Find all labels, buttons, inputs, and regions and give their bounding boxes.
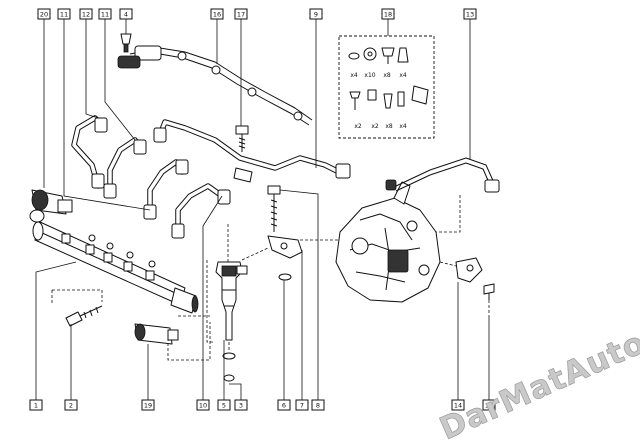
injector	[215, 261, 248, 382]
kit-count-x2-b: x2	[371, 123, 379, 130]
fuel-sensor	[134, 323, 179, 345]
callout-4: 4	[119, 8, 133, 20]
callout-16: 16	[210, 8, 224, 20]
svg-text:2: 2	[69, 402, 73, 410]
dashed-guides	[51, 195, 490, 361]
callout-5: 5	[217, 399, 231, 411]
callout-18: 18	[381, 8, 395, 20]
callouts: 20 11 12 11 4 16 17 9 18 13 1 2 19 10 5 …	[29, 8, 496, 411]
svg-text:4: 4	[124, 11, 128, 19]
svg-text:11: 11	[60, 11, 68, 19]
svg-text:10: 10	[199, 402, 207, 410]
svg-text:3: 3	[239, 402, 243, 410]
clip-part	[120, 33, 132, 53]
svg-text:16: 16	[213, 11, 221, 19]
svg-text:17: 17	[237, 11, 245, 19]
callout-13: 13	[463, 8, 477, 20]
pump-sensor	[455, 257, 495, 300]
stud-bolt	[267, 185, 281, 232]
svg-text:8: 8	[316, 402, 320, 410]
callout-19: 19	[141, 399, 155, 411]
callout-8: 8	[311, 399, 325, 411]
svg-text:20: 20	[40, 11, 48, 19]
pump-feed-pipe	[385, 157, 500, 193]
svg-text:15: 15	[485, 402, 493, 410]
high-pressure-pipe	[153, 119, 351, 183]
kit-count-x2-a: x2	[354, 123, 362, 130]
fuel-rail	[32, 221, 199, 314]
svg-text:13: 13	[466, 11, 474, 19]
callout-14: 14	[451, 399, 465, 411]
kit-count-x8-a: x8	[383, 72, 391, 79]
callout-1: 1	[29, 399, 43, 411]
bolt-17	[235, 125, 249, 152]
svg-text:1: 1	[34, 402, 38, 410]
kit-count-x4-b: x4	[399, 72, 407, 79]
callout-11: 11	[57, 8, 71, 20]
o-ring	[278, 273, 292, 281]
bolt-2	[65, 305, 103, 327]
callout-20: 20	[37, 8, 51, 20]
leader-lines	[35, 18, 490, 400]
svg-text:12: 12	[82, 11, 90, 19]
callout-9: 9	[309, 8, 323, 20]
kit-count-x4-a: x4	[350, 72, 358, 79]
callout-7: 7	[295, 399, 309, 411]
svg-text:11: 11	[101, 11, 109, 19]
injector-clamp	[267, 235, 303, 259]
callout-17: 17	[234, 8, 248, 20]
seal-kit-box: x4 x10 x8 x4 x2 x2 x8 x4	[338, 35, 435, 139]
kit-count-x10: x10	[364, 72, 375, 79]
svg-text:9: 9	[314, 11, 318, 19]
injector-pipes	[71, 115, 231, 239]
svg-text:6: 6	[282, 402, 286, 410]
callout-2: 2	[64, 399, 78, 411]
callout-3: 3	[234, 399, 248, 411]
watermark-text: DarMatAuto	[435, 325, 640, 446]
callout-11-b: 11	[98, 8, 112, 20]
svg-text:18: 18	[384, 11, 392, 19]
callout-10: 10	[196, 399, 210, 411]
svg-text:14: 14	[454, 402, 462, 410]
kit-count-x8-b: x8	[385, 123, 393, 130]
high-pressure-pump	[335, 181, 441, 303]
kit-count-x4-c: x4	[399, 123, 407, 130]
callout-6: 6	[277, 399, 291, 411]
fuel-return-hose	[117, 45, 313, 126]
svg-text:7: 7	[300, 402, 304, 410]
svg-text:19: 19	[144, 402, 152, 410]
callout-12: 12	[79, 8, 93, 20]
callout-15: 15	[482, 399, 496, 411]
pressure-regulator	[29, 189, 73, 223]
svg-text:5: 5	[222, 402, 226, 410]
